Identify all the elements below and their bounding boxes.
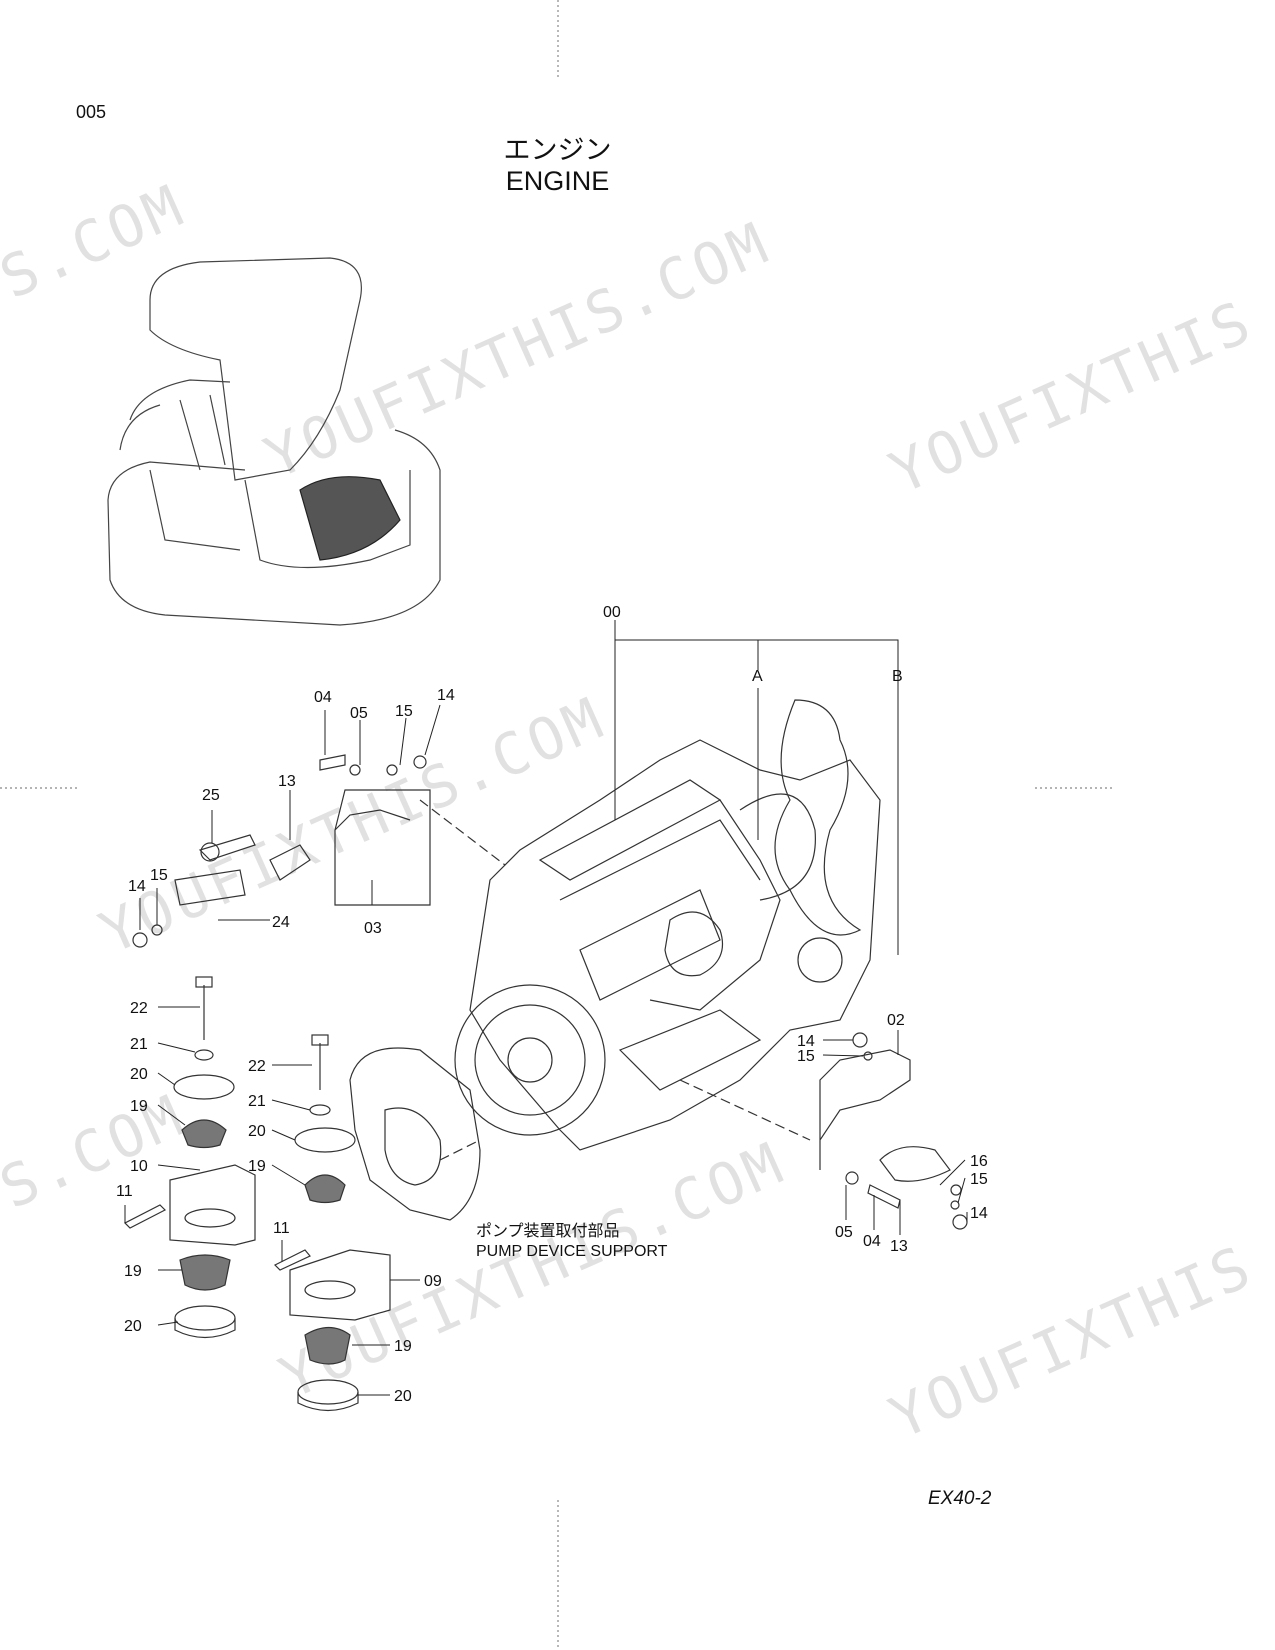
callout: 04 — [863, 1233, 881, 1250]
callout: 14 — [797, 1033, 815, 1050]
callout: 24 — [272, 914, 290, 931]
page-title: ENGINE — [505, 166, 610, 196]
callout: 13 — [890, 1238, 908, 1255]
callout: 19 — [394, 1338, 412, 1355]
callout: 20 — [394, 1388, 412, 1405]
pump-note-en: PUMP DEVICE SUPPORT — [476, 1243, 668, 1260]
callout: 15 — [970, 1171, 988, 1188]
page-title-jp: エンジン — [503, 135, 612, 166]
callout: 04 — [314, 689, 332, 706]
callout: 19 — [248, 1158, 266, 1175]
pump-device-support-note: ポンプ装置取付部品 PUMP DEVICE SUPPORT — [476, 1220, 667, 1262]
callout: 14 — [970, 1205, 988, 1222]
callout: A — [752, 668, 763, 685]
callout: B — [892, 668, 903, 685]
callout: 05 — [350, 705, 368, 722]
callout: 11 — [273, 1220, 290, 1237]
callout: 15 — [395, 703, 413, 720]
model-code: EX40-2 — [928, 1488, 992, 1509]
callout: 13 — [278, 773, 296, 790]
flywheel-housing-drawing — [349, 1047, 481, 1221]
callout: 15 — [797, 1048, 815, 1065]
callout: 09 — [424, 1273, 442, 1290]
callout: 22 — [248, 1058, 266, 1075]
callout: 03 — [364, 920, 382, 937]
callout: 02 — [887, 1012, 905, 1029]
page-number: 005 — [76, 102, 107, 122]
callout: 16 — [970, 1153, 988, 1170]
callout: 20 — [130, 1066, 148, 1083]
callout: 10 — [130, 1158, 148, 1175]
callout: 20 — [124, 1318, 142, 1335]
callout: 11 — [116, 1183, 133, 1200]
callout: 15 — [150, 867, 168, 884]
callout: 20 — [248, 1123, 266, 1140]
callout: 05 — [835, 1224, 853, 1241]
engine-assembly-drawing — [454, 699, 881, 1151]
callout: 19 — [124, 1263, 142, 1280]
callout: 14 — [437, 687, 455, 704]
callout-labels: 00 A B 04 05 15 14 25 13 14 15 24 03 22 … — [116, 604, 988, 1405]
callout: 00 — [603, 604, 621, 621]
machine-overview-drawing — [107, 257, 441, 626]
callout: 21 — [248, 1093, 266, 1110]
pump-note-jp: ポンプ装置取付部品 — [476, 1221, 620, 1240]
callout: 21 — [130, 1036, 148, 1053]
callout: 19 — [130, 1098, 148, 1115]
callout: 14 — [128, 878, 146, 895]
callout: 22 — [130, 1000, 148, 1017]
callout: 25 — [202, 787, 220, 804]
